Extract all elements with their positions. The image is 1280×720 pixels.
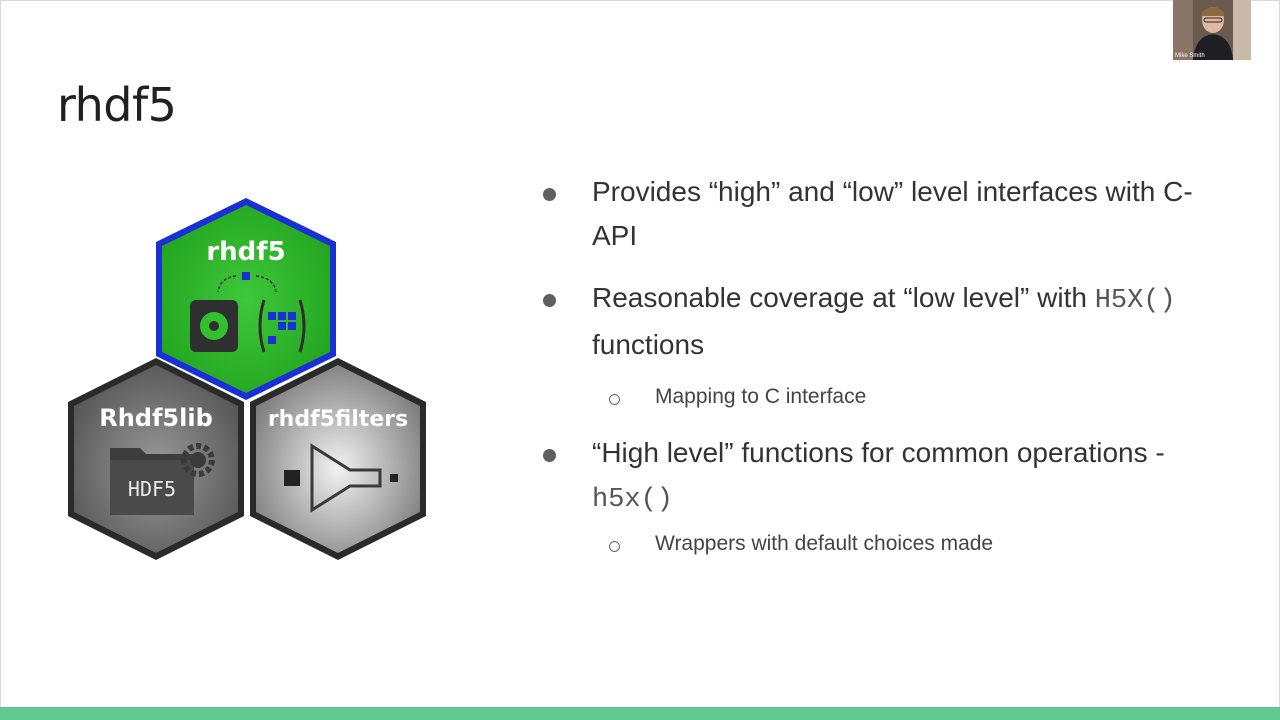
transfer-arrows-icon <box>217 272 277 293</box>
rhdf5filters-label: rhdf5filters <box>268 407 408 432</box>
bullet-list: Provides “high” and “low” level interfac… <box>540 170 1220 560</box>
bullet-text: Provides “high” and “low” level interfac… <box>592 176 1193 251</box>
bullet-dot <box>543 188 556 201</box>
participant-name: Mike Smith <box>1175 53 1205 59</box>
rhdf5lib-label: Rhdf5lib <box>99 404 213 432</box>
bullet-dot <box>543 294 556 307</box>
rhdf5-logo-label: rhdf5 <box>206 237 285 267</box>
sub-bullet-item: Mapping to C interface <box>540 381 1220 413</box>
sub-bullet-ring <box>609 541 620 552</box>
hex-logos: Rhdf5lib HDF5 rhdf5filters <box>60 190 440 570</box>
rhdf5-hex-logo: rhdf5 <box>156 198 336 400</box>
rhdf5lib-hex-logo: Rhdf5lib HDF5 <box>68 358 244 560</box>
bullet-item: “High level” functions for common operat… <box>540 431 1220 522</box>
person-icon <box>1173 0 1251 60</box>
filter-icon <box>284 443 398 513</box>
bullet-item: Reasonable coverage at “low level” with … <box>540 276 1220 367</box>
slide-title: rhdf5 <box>57 78 177 132</box>
folder-icon <box>110 448 194 515</box>
bullet-text: “High level” functions for common operat… <box>592 437 1165 468</box>
bullet-code: h5x() <box>592 485 674 515</box>
data-array-icon <box>258 299 306 353</box>
bullet-dot <box>543 449 556 462</box>
disk-icon <box>190 300 238 352</box>
bullet-item: Provides “high” and “low” level interfac… <box>540 170 1220 258</box>
gear-icon <box>181 443 215 477</box>
hex-logos-svg: Rhdf5lib HDF5 rhdf5filters <box>68 198 426 560</box>
sub-bullet-text: Mapping to C interface <box>655 385 867 408</box>
participant-video[interactable]: Mike Smith <box>1173 0 1251 60</box>
rhdf5filters-hex-logo: rhdf5filters <box>250 358 426 560</box>
sub-bullet-item: Wrappers with default choices made <box>540 528 1220 560</box>
sub-bullet-ring <box>609 394 620 405</box>
bullet-code: H5X() <box>1094 286 1176 316</box>
bullet-text: functions <box>592 329 705 360</box>
bullet-text: Reasonable coverage at “low level” with <box>592 282 1095 313</box>
hdf5-badge: HDF5 <box>128 477 176 501</box>
footer-bar <box>0 707 1280 720</box>
sub-bullet-text: Wrappers with default choices made <box>655 532 994 555</box>
